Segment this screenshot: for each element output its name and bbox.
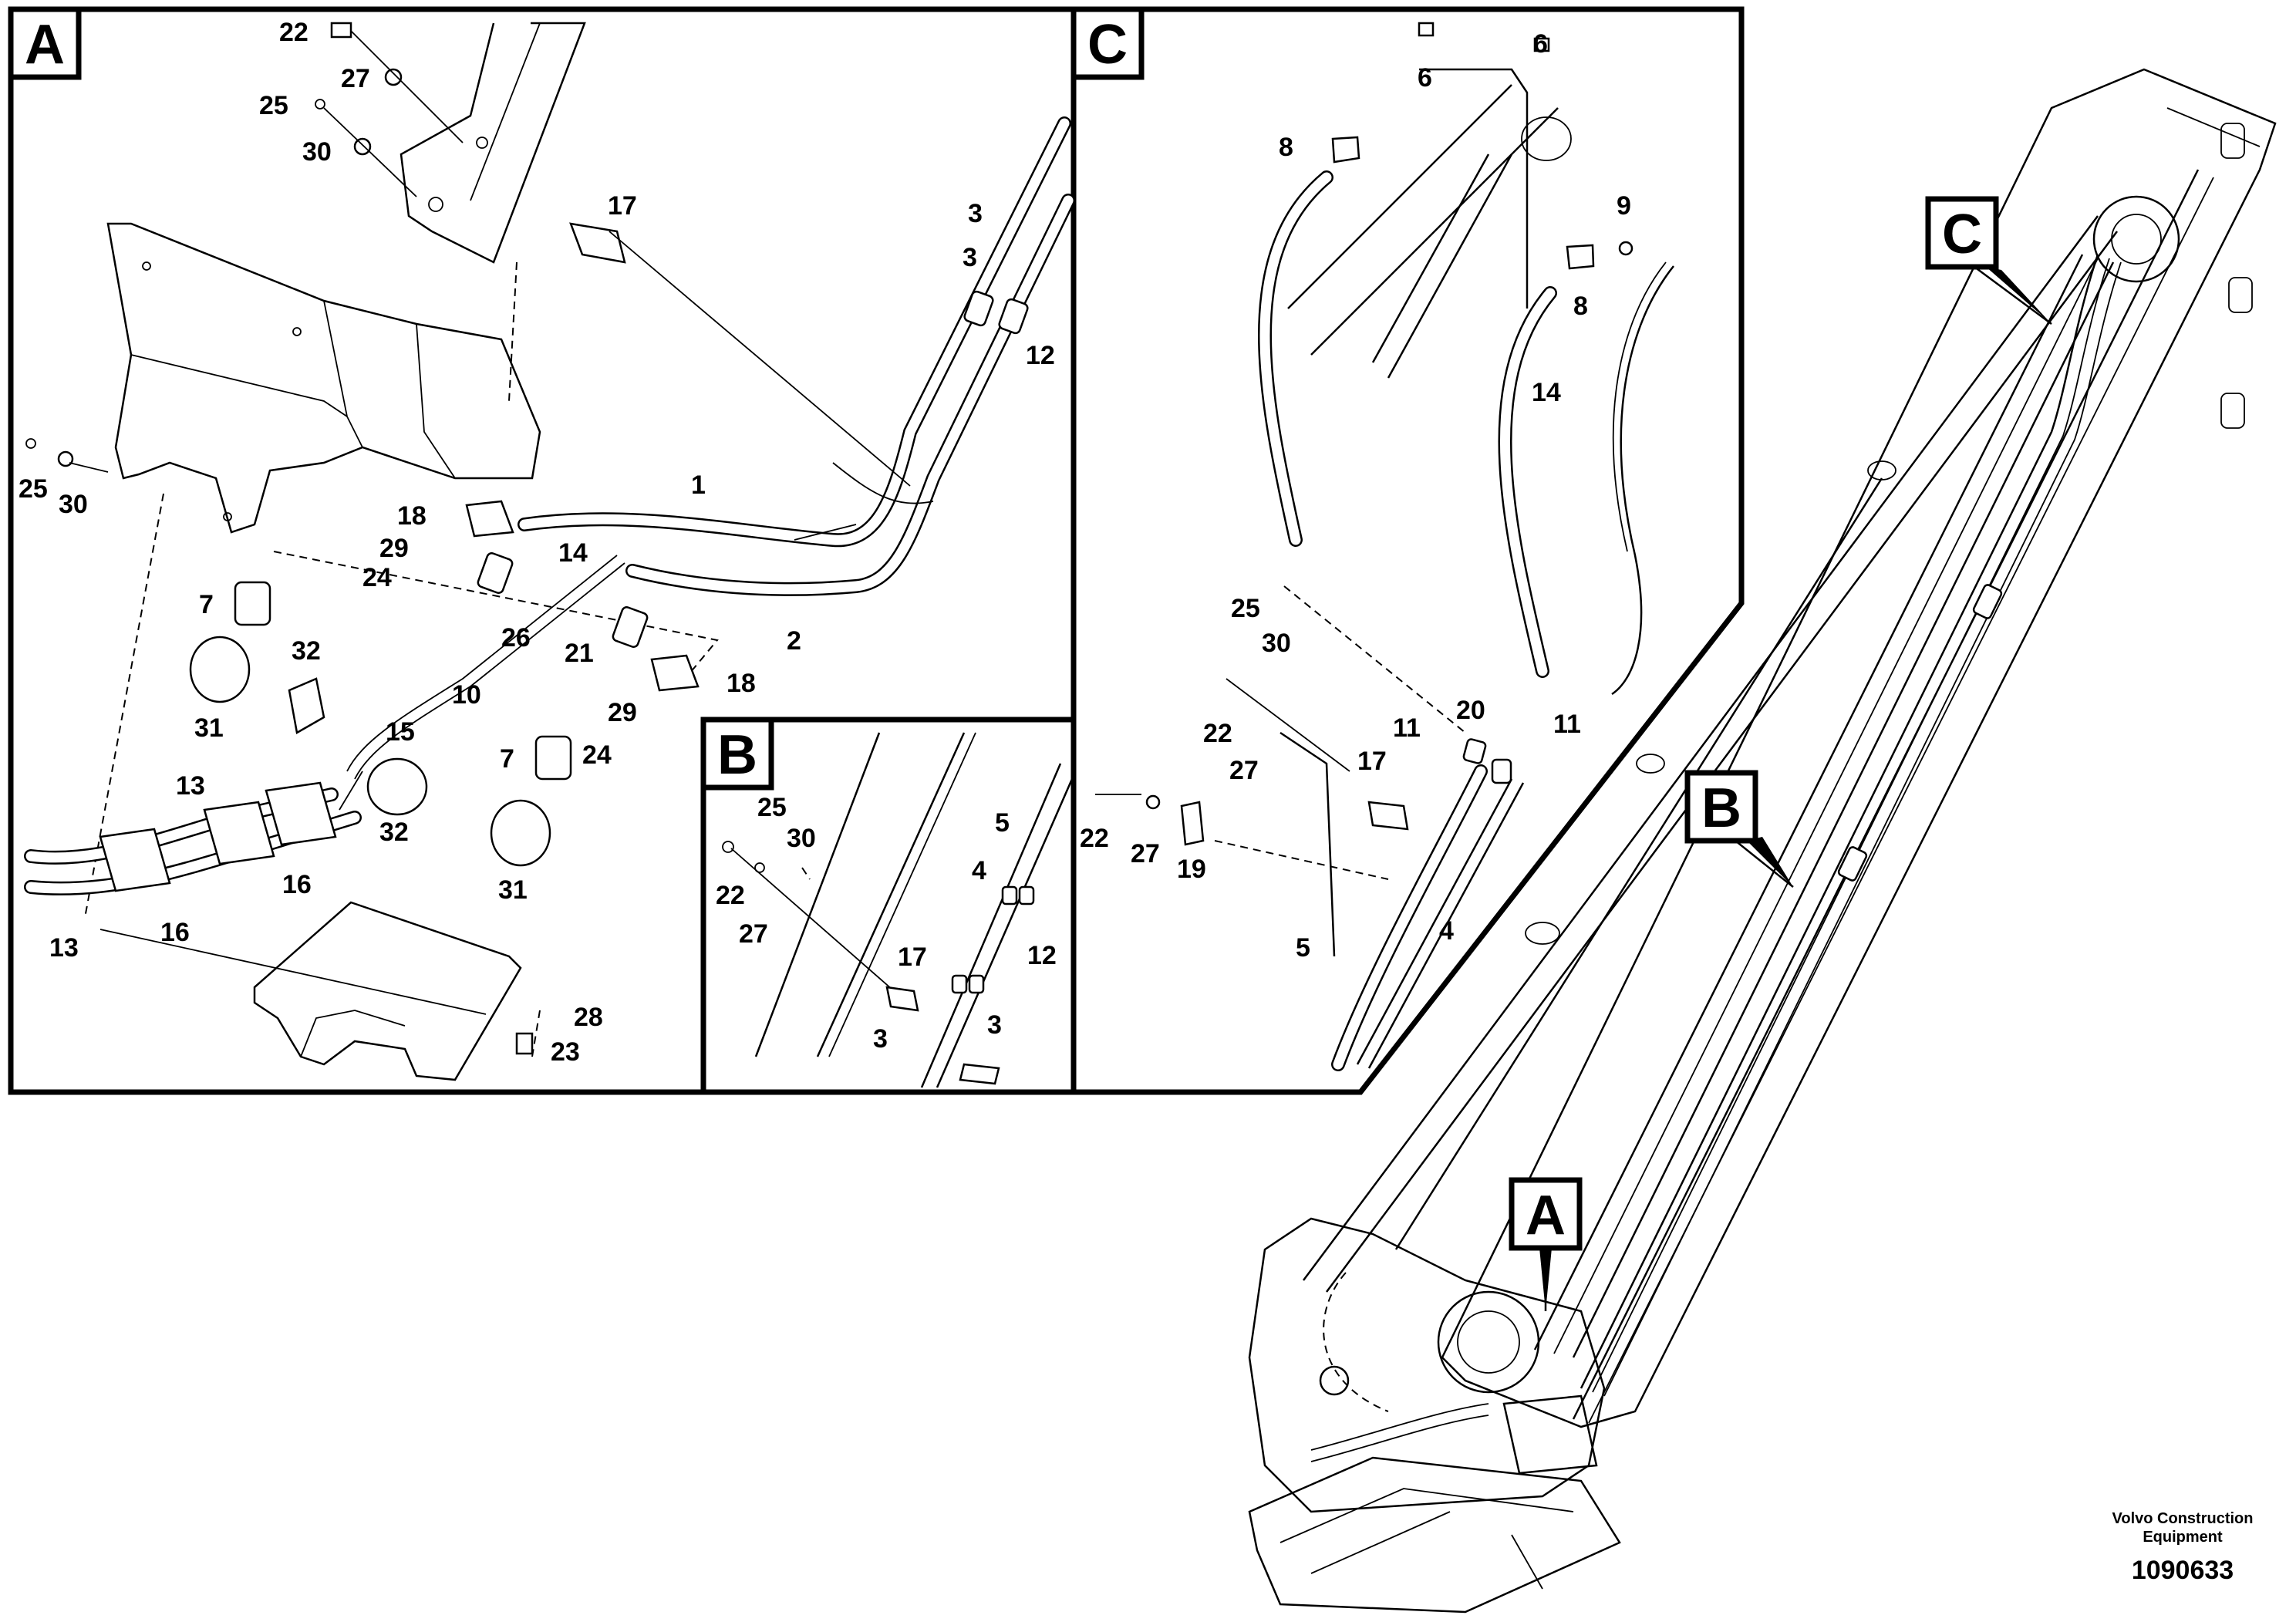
callout-a-27: 13 bbox=[176, 771, 205, 801]
callout-a-33: 28 bbox=[574, 1003, 603, 1032]
callout-a-23: 18 bbox=[727, 669, 756, 698]
overview-marker-a: A bbox=[1509, 1177, 1583, 1311]
callout-a-29: 32 bbox=[379, 818, 409, 847]
callout-c-8: 22 bbox=[1203, 719, 1232, 748]
callout-b-8: 3 bbox=[987, 1010, 1002, 1040]
callout-a-16: 26 bbox=[501, 623, 531, 653]
callout-c-13: 17 bbox=[1357, 747, 1387, 776]
brand-line-2: Equipment bbox=[2143, 1529, 2223, 1546]
callout-c-11: 20 bbox=[1456, 696, 1485, 725]
callout-b-0: 25 bbox=[757, 793, 787, 822]
panel-a-callouts: 22 27 25 30 17 25 30 3 3 12 1 18 29 24 1… bbox=[19, 18, 1055, 1067]
overview-marker-b: B bbox=[1684, 770, 1794, 888]
callout-a-13: 24 bbox=[362, 563, 392, 592]
callout-a-22: 15 bbox=[386, 717, 415, 747]
callout-a-10: 1 bbox=[691, 470, 706, 500]
callout-c-4: 8 bbox=[1573, 292, 1588, 321]
callout-a-1: 27 bbox=[341, 64, 370, 93]
callout-b-9: 3 bbox=[873, 1024, 888, 1054]
callout-b-5: 4 bbox=[972, 856, 986, 885]
panel-c-callouts: 6 6 8 9 8 14 25 30 22 27 11 20 11 17 22 … bbox=[1080, 29, 1631, 963]
callout-b-2: 22 bbox=[716, 881, 745, 910]
svg-text:A: A bbox=[25, 14, 65, 76]
callout-a-25: 24 bbox=[582, 740, 612, 770]
callout-c-16: 19 bbox=[1177, 855, 1206, 884]
callout-c-12: 11 bbox=[1553, 710, 1581, 739]
overview-marker-c: C bbox=[1925, 196, 2052, 325]
callout-b-3: 27 bbox=[739, 919, 768, 949]
callout-a-11: 18 bbox=[397, 501, 426, 531]
panel-c-frame bbox=[1070, 6, 1745, 1095]
panel-a-drawing bbox=[24, 22, 1075, 1081]
panel-b-drawing bbox=[722, 732, 1074, 1088]
callout-a-14: 14 bbox=[558, 538, 588, 568]
callout-b-7: 17 bbox=[898, 943, 927, 972]
callout-c-10: 11 bbox=[1393, 713, 1421, 743]
panel-c-drawing bbox=[1095, 22, 1674, 1071]
callout-a-7: 3 bbox=[968, 199, 983, 228]
callout-c-17: 5 bbox=[1296, 933, 1310, 963]
callout-a-18: 2 bbox=[787, 626, 801, 656]
callout-c-5: 14 bbox=[1532, 378, 1561, 407]
callout-a-34: 23 bbox=[551, 1037, 580, 1067]
callout-c-15: 27 bbox=[1131, 839, 1160, 868]
footer-brand: Volvo Construction Equipment 1090633 bbox=[2112, 1510, 2254, 1585]
panel-c-label: C bbox=[1070, 6, 1145, 80]
callout-a-30: 31 bbox=[498, 875, 528, 905]
callout-c-2: 8 bbox=[1279, 133, 1293, 162]
callout-c-0: 6 bbox=[1418, 63, 1432, 93]
callout-a-5: 25 bbox=[19, 474, 48, 504]
svg-text:C: C bbox=[1087, 14, 1128, 76]
callout-b-1: 30 bbox=[787, 824, 816, 853]
callout-c-18: 4 bbox=[1439, 916, 1454, 946]
callout-a-9: 12 bbox=[1026, 341, 1055, 370]
svg-text:C: C bbox=[1942, 204, 1982, 265]
callout-c-14: 22 bbox=[1080, 824, 1109, 853]
callout-a-15: 7 bbox=[199, 590, 214, 619]
callout-a-32: 16 bbox=[160, 918, 190, 947]
callout-a-28: 16 bbox=[282, 870, 312, 899]
brand-line-1: Volvo Construction bbox=[2112, 1510, 2254, 1527]
boom-overview-drawing bbox=[1248, 68, 2277, 1614]
callout-c-6: 25 bbox=[1231, 594, 1260, 623]
callout-c-3: 9 bbox=[1617, 191, 1631, 221]
callout-c-7: 30 bbox=[1262, 629, 1291, 658]
callout-c-1: 6 bbox=[1533, 29, 1548, 59]
callout-a-6: 30 bbox=[59, 490, 88, 519]
panel-b-label: B bbox=[700, 717, 774, 791]
svg-text:B: B bbox=[1701, 777, 1741, 839]
callout-a-26: 7 bbox=[500, 744, 514, 774]
callout-a-17: 21 bbox=[565, 639, 594, 668]
callout-a-0: 22 bbox=[279, 18, 308, 47]
callout-a-19: 32 bbox=[292, 636, 321, 666]
callout-a-4: 17 bbox=[608, 191, 637, 221]
callout-a-3: 30 bbox=[302, 137, 332, 167]
callout-a-21: 31 bbox=[194, 713, 224, 743]
callout-a-2: 25 bbox=[259, 91, 288, 120]
svg-text:A: A bbox=[1526, 1185, 1566, 1246]
callout-b-4: 5 bbox=[995, 808, 1010, 838]
panel-a-label: A bbox=[8, 6, 82, 80]
callout-a-8: 3 bbox=[963, 243, 977, 272]
panel-b-callouts: 25 30 22 27 5 4 12 17 3 3 bbox=[716, 793, 1057, 1054]
callout-c-9: 27 bbox=[1229, 756, 1259, 785]
doc-number: 1090633 bbox=[2132, 1556, 2234, 1585]
callout-a-12: 29 bbox=[379, 534, 409, 563]
svg-text:B: B bbox=[717, 724, 757, 786]
callout-b-6: 12 bbox=[1027, 941, 1057, 970]
callout-a-24: 29 bbox=[608, 698, 637, 727]
callout-a-31: 13 bbox=[49, 933, 79, 963]
callout-a-20: 10 bbox=[452, 680, 481, 710]
